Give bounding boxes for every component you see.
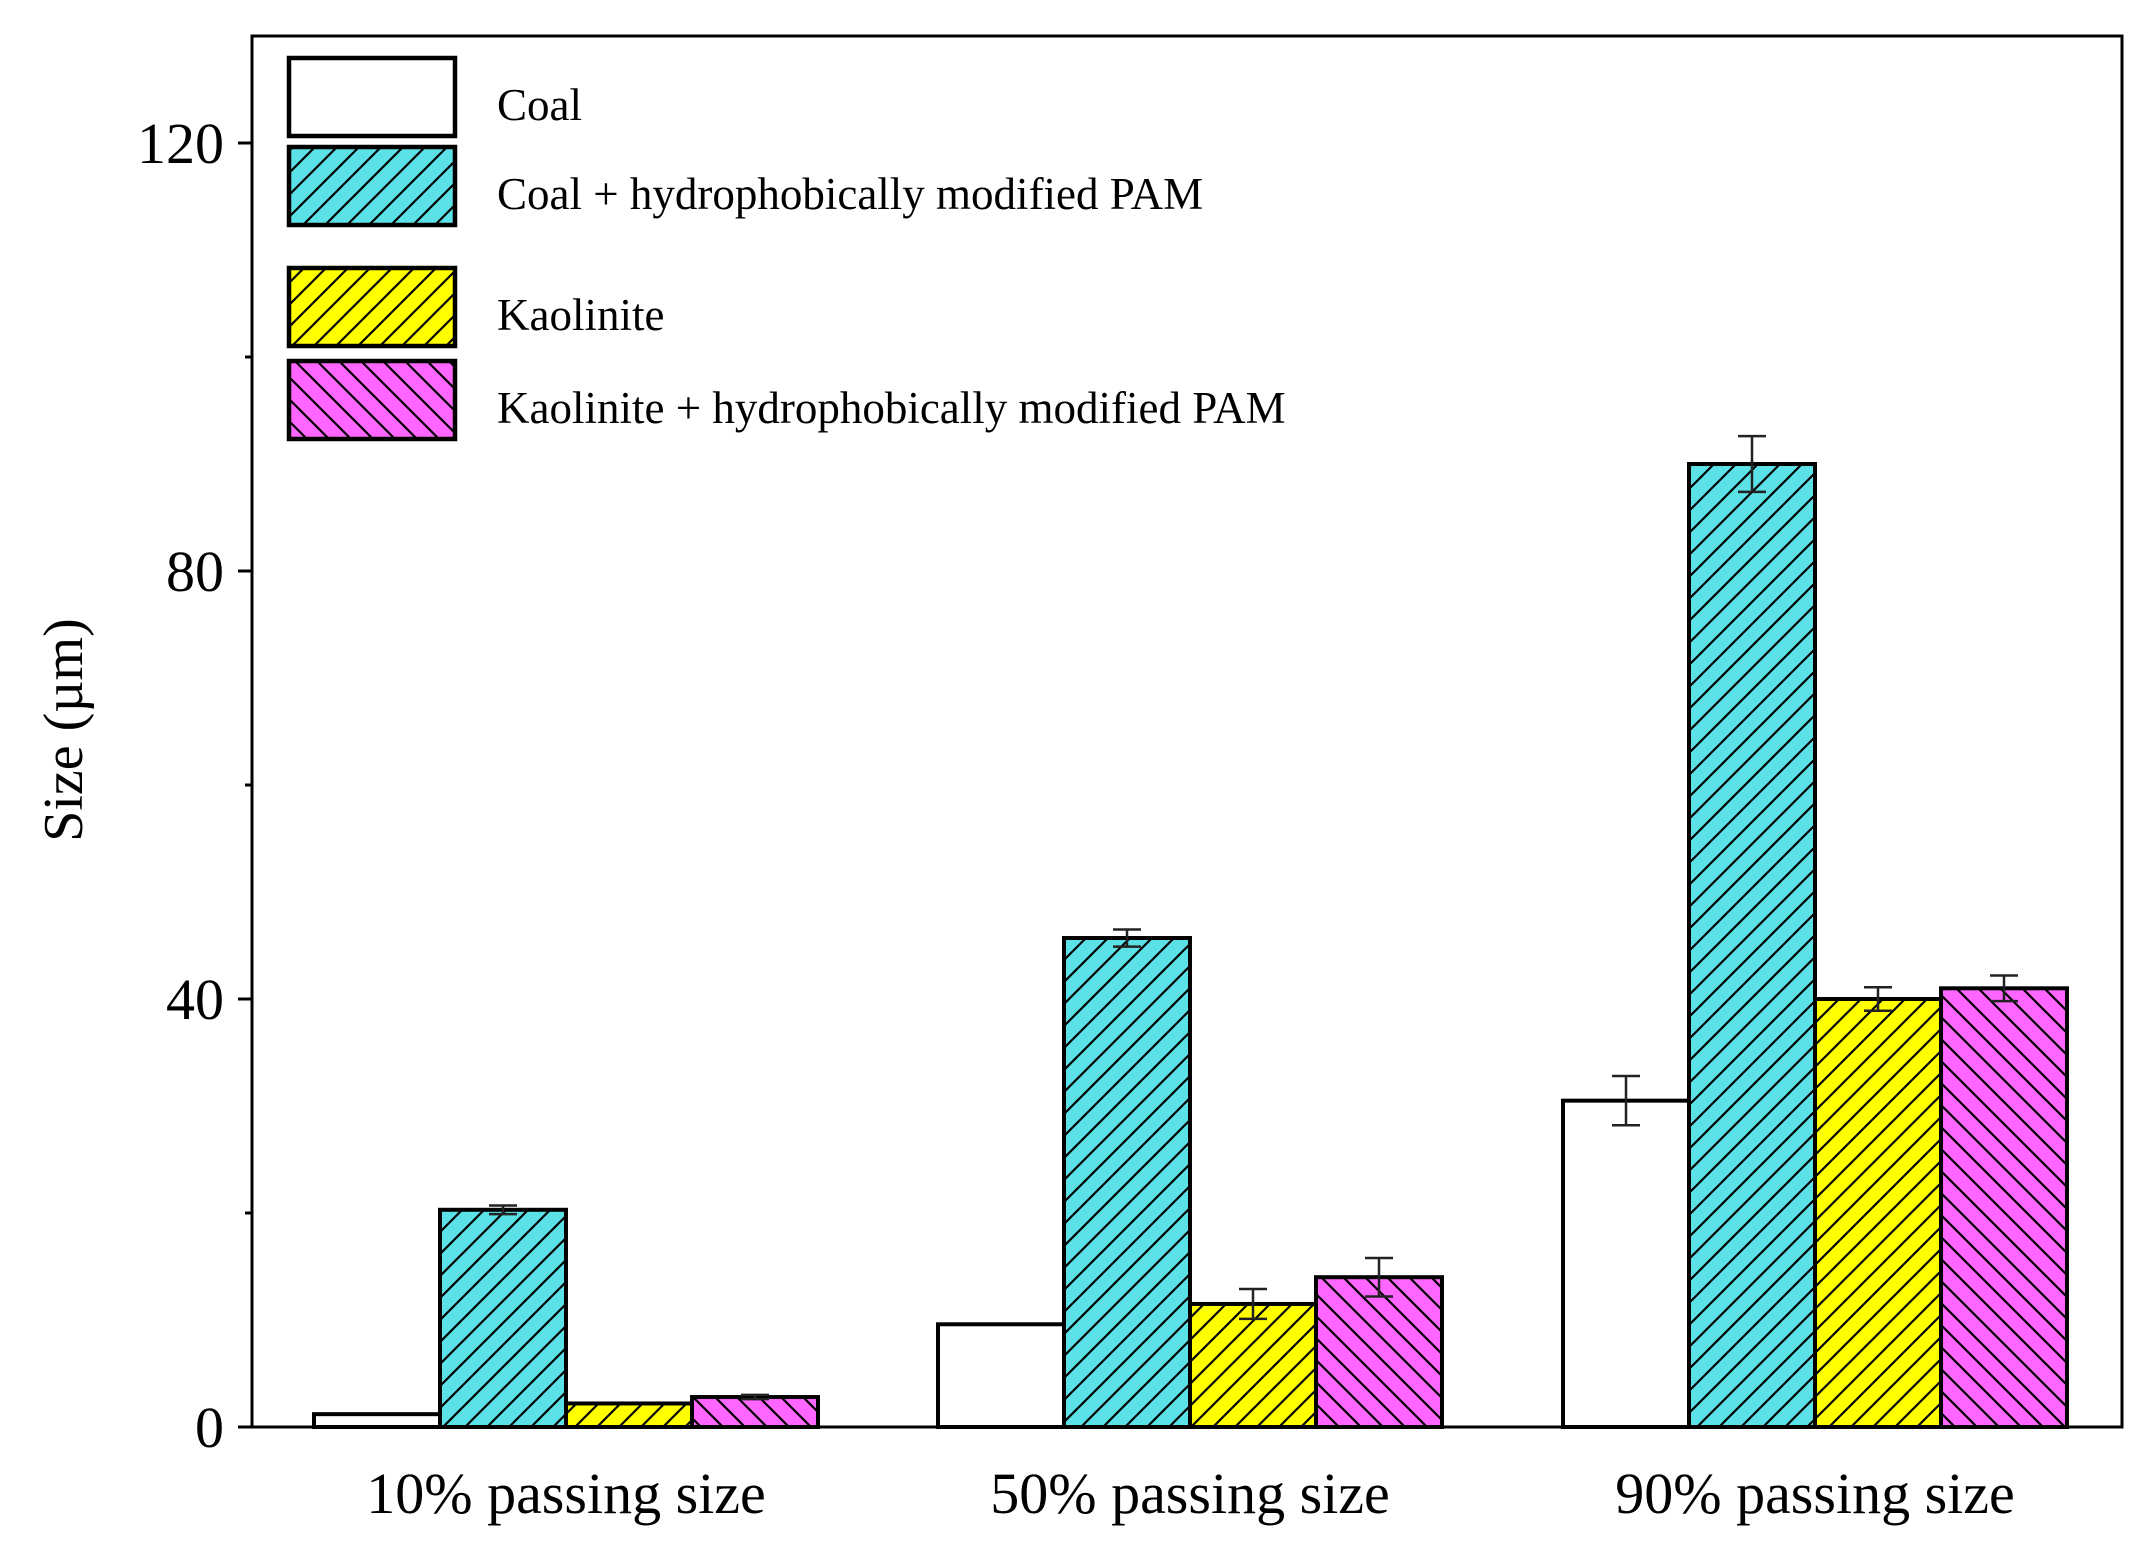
bar-hatch	[1064, 938, 1190, 1427]
bar-hatch	[692, 1397, 818, 1427]
y-tick-label: 120	[137, 111, 224, 176]
legend-swatch-hatch	[289, 147, 455, 225]
legend-label: Kaolinite + hydrophobically modified PAM	[497, 383, 1286, 433]
legend-swatch	[289, 58, 455, 136]
y-axis: 0 40 80 120	[137, 111, 252, 1460]
y-tick-label: 0	[195, 1395, 224, 1460]
bar-hatch	[1316, 1277, 1442, 1427]
x-category-label: 10% passing size	[366, 1461, 766, 1526]
legend-swatch-hatch	[289, 268, 455, 346]
legend-swatch-outline	[286, 55, 458, 139]
y-tick-label: 40	[166, 967, 224, 1032]
legend-label: Kaolinite	[497, 290, 664, 340]
bar-hatch	[566, 1403, 692, 1427]
legend-label: Coal + hydrophobically modified PAM	[497, 169, 1203, 219]
bar-hatch	[1941, 988, 2067, 1427]
bar-hatch	[1689, 464, 1815, 1427]
error-bars	[489, 434, 2018, 1401]
y-tick-label: 80	[166, 539, 224, 604]
bar-hatch	[440, 1209, 566, 1427]
bar-hatch	[1190, 1303, 1316, 1427]
x-category-label: 50% passing size	[990, 1461, 1390, 1526]
bar	[1563, 1100, 1689, 1427]
bar	[938, 1324, 1064, 1427]
legend-swatch-outline	[286, 265, 458, 349]
legend-swatch-outline	[286, 144, 458, 228]
legend-swatch-outline	[286, 358, 458, 442]
x-axis: 10% passing size 50% passing size 90% pass…	[366, 1461, 2015, 1526]
bar	[314, 1414, 440, 1427]
legend-label: Coal	[497, 80, 582, 130]
bars	[312, 462, 2069, 1430]
x-category-label: 90% passing size	[1615, 1461, 2015, 1526]
legend-swatch-hatch	[289, 361, 455, 439]
bar-hatch	[1815, 999, 1941, 1427]
y-axis-title: Size (µm)	[33, 618, 95, 842]
